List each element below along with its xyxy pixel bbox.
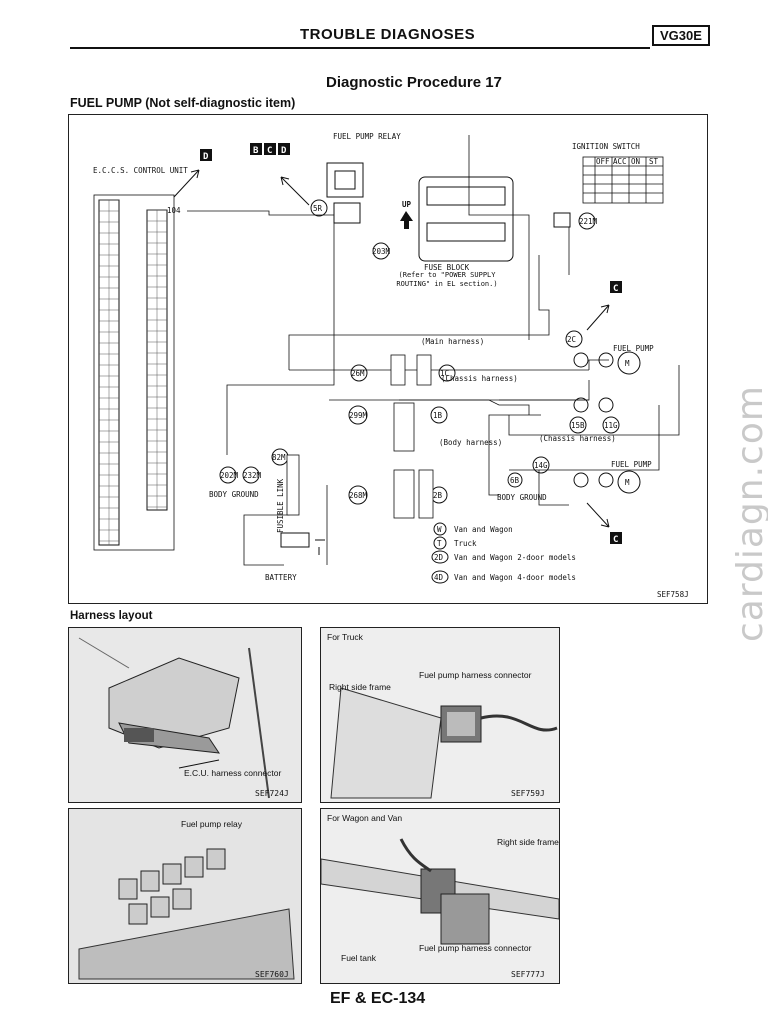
watermark: cardiagn.com — [730, 385, 768, 642]
svg-text:221M: 221M — [579, 217, 598, 226]
svg-text:For Wagon and Van: For Wagon and Van — [327, 813, 402, 823]
fuel-pump-relay — [326, 162, 364, 224]
marker-d-1: D — [200, 149, 212, 162]
svg-text:M: M — [625, 478, 630, 487]
svg-text:5R: 5R — [313, 204, 323, 213]
svg-text:1C: 1C — [440, 369, 449, 378]
fuse-block — [418, 176, 514, 262]
svg-text:SEF759J: SEF759J — [511, 789, 545, 798]
harness-layout-title: Harness layout — [70, 610, 153, 622]
svg-text:Right side frame: Right side frame — [497, 837, 559, 847]
up-arrow-icon — [400, 211, 413, 229]
battery-symbol — [280, 532, 325, 555]
svg-text:ON: ON — [631, 157, 640, 166]
svg-text:Fuel pump relay: Fuel pump relay — [181, 819, 243, 829]
ignition-switch-table — [582, 156, 664, 204]
chassis-harness-label-2: (Chassis harness) — [539, 434, 616, 443]
svg-text:T: T — [437, 539, 442, 548]
up-label: UP — [402, 200, 412, 209]
svg-text:104: 104 — [167, 206, 181, 215]
page-header-title: TROUBLE DIAGNOSES — [300, 26, 476, 43]
svg-text:202M: 202M — [220, 471, 239, 480]
svg-text:Truck: Truck — [454, 539, 477, 548]
svg-text:B: B — [253, 146, 259, 156]
diagram-code: SEF758J — [657, 590, 689, 599]
harness-photo-relay: Fuel pump relay SEF760J — [68, 808, 302, 984]
svg-text:D: D — [281, 146, 287, 156]
svg-text:6B: 6B — [510, 476, 520, 485]
svg-text:Van and Wagon: Van and Wagon — [454, 525, 513, 534]
marker-c-1: C — [610, 281, 622, 294]
svg-text:Right side frame: Right side frame — [329, 682, 391, 692]
header-rule — [70, 47, 650, 49]
svg-text:15B: 15B — [571, 421, 585, 430]
svg-text:1B: 1B — [433, 411, 443, 420]
svg-text:2B: 2B — [433, 491, 443, 500]
svg-text:C: C — [613, 284, 618, 294]
fuse-block-label: FUSE BLOCK — [424, 263, 470, 272]
fuel-pump-1 — [573, 351, 641, 375]
battery-label: BATTERY — [265, 573, 297, 582]
svg-text:C: C — [267, 146, 272, 156]
diagram-legend: W Van and Wagon T Truck 2D Van and Wagon… — [431, 522, 576, 584]
harness-photo-truck: For Truck Fuel pump harness connector Ri… — [320, 627, 560, 803]
svg-text:232M: 232M — [243, 471, 262, 480]
svg-text:SEF724J: SEF724J — [255, 789, 289, 798]
svg-text:4D: 4D — [434, 573, 444, 582]
svg-text:FUEL PUMP: FUEL PUMP — [611, 460, 652, 469]
section-title: FUEL PUMP (Not self-diagnostic item) — [70, 96, 296, 110]
fusible-link-label: FUSIBLE LINK — [276, 478, 285, 533]
svg-text:Fuel pump harness connector: Fuel pump harness connector — [419, 943, 532, 953]
ignition-switch-label: IGNITION SWITCH — [572, 142, 640, 151]
ecu-label: E.C.C.S. CONTROL UNIT — [93, 166, 188, 175]
svg-text:For Truck: For Truck — [327, 632, 364, 642]
svg-text:ST: ST — [649, 157, 659, 166]
harness-photo-ecu: E.C.U. harness connector SEF724J — [68, 627, 302, 803]
relay-label: FUEL PUMP RELAY — [333, 132, 401, 141]
svg-text:Van and Wagon 2-door models: Van and Wagon 2-door models — [454, 553, 576, 562]
svg-text:M: M — [625, 359, 630, 368]
svg-text:82M: 82M — [272, 453, 286, 462]
fuse-block-note: (Refer to "POWER SUPPLY ROUTING" in EL s… — [396, 271, 498, 288]
fuel-pump-2 — [573, 470, 641, 494]
harness-photo-wagon: For Wagon and Van Right side frame Fuel … — [320, 808, 560, 984]
body-harness-label: (Body harness) — [439, 438, 502, 447]
svg-text:FUEL PUMP: FUEL PUMP — [613, 344, 654, 353]
main-harness-label: (Main harness) — [421, 337, 484, 346]
svg-text:BODY GROUND: BODY GROUND — [209, 490, 259, 499]
svg-text:2D: 2D — [434, 553, 444, 562]
svg-text:Fuel tank: Fuel tank — [341, 953, 377, 963]
marker-c-2: C — [610, 532, 622, 545]
svg-text:ACC: ACC — [613, 157, 627, 166]
svg-text:D: D — [203, 152, 209, 162]
svg-text:26M: 26M — [351, 369, 365, 378]
wiring-diagram-svg: E.C.C.S. CONTROL UNIT D B C D C C FUEL P… — [93, 132, 689, 599]
svg-text:BODY GROUND: BODY GROUND — [497, 493, 547, 502]
photo-ecu-label: E.C.U. harness connector — [184, 768, 281, 778]
wiring-diagram: E.C.C.S. CONTROL UNIT D B C D C C FUEL P… — [68, 114, 708, 604]
svg-text:2C: 2C — [567, 335, 576, 344]
procedure-title: Diagnostic Procedure 17 — [326, 74, 502, 91]
svg-text:14G: 14G — [534, 461, 548, 470]
svg-text:11G: 11G — [604, 421, 618, 430]
chassis-harness-label-1: (Chassis harness) — [441, 374, 518, 383]
svg-text:299M: 299M — [349, 411, 368, 420]
svg-text:OFF: OFF — [596, 157, 610, 166]
marker-bcd: B C D — [250, 143, 290, 156]
svg-text:203M: 203M — [372, 247, 391, 256]
svg-text:268M: 268M — [349, 491, 368, 500]
svg-text:W: W — [437, 525, 442, 534]
page-footer: EF & EC-134 — [330, 990, 426, 1007]
svg-text:Van and Wagon 4-door models: Van and Wagon 4-door models — [454, 573, 576, 582]
engine-code-badge: VG30E — [652, 25, 710, 46]
svg-text:Fuel pump harness connector: Fuel pump harness connector — [419, 670, 532, 680]
svg-text:SEF760J: SEF760J — [255, 970, 289, 979]
svg-text:C: C — [613, 535, 618, 545]
svg-text:SEF777J: SEF777J — [511, 970, 545, 979]
